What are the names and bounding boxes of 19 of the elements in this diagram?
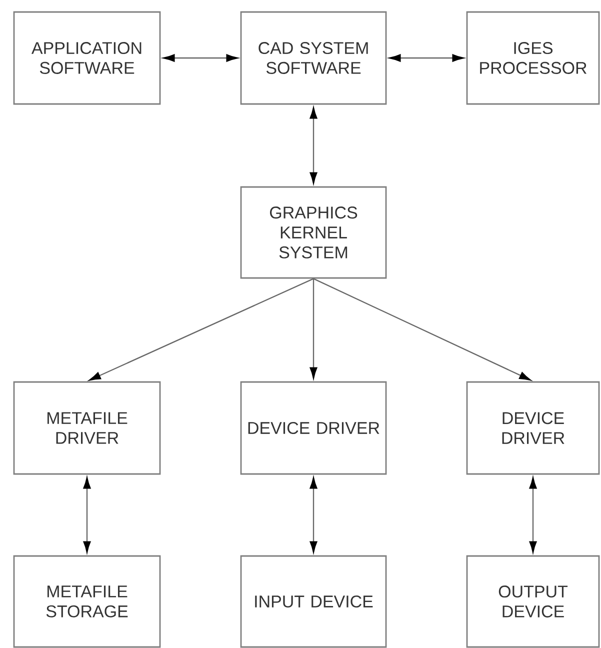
process-box: METAFILE DRIVER	[13, 381, 161, 475]
arrow	[529, 477, 537, 553]
arrow	[313, 278, 531, 381]
process-box: APPLICATION SOFTWARE	[13, 11, 161, 105]
arrow	[310, 107, 318, 184]
process-box: OUTPUT DEVICE	[466, 555, 600, 648]
process-box: INPUT DEVICE	[240, 555, 387, 648]
arrow	[310, 477, 318, 553]
arrow	[389, 54, 464, 62]
process-box: METAFILE STORAGE	[13, 555, 161, 648]
arrow	[83, 477, 91, 553]
arrow	[163, 54, 238, 62]
arrow	[89, 278, 314, 381]
arrow	[310, 278, 318, 379]
process-box: CAD SYSTEM SOFTWARE	[240, 11, 387, 105]
process-box: IGES PROCESSOR	[466, 11, 600, 105]
process-box: DEVICE DRIVER	[466, 381, 600, 475]
process-box: DEVICE DRIVER	[240, 381, 387, 475]
process-box: GRAPHICS KERNEL SYSTEM	[240, 186, 387, 279]
